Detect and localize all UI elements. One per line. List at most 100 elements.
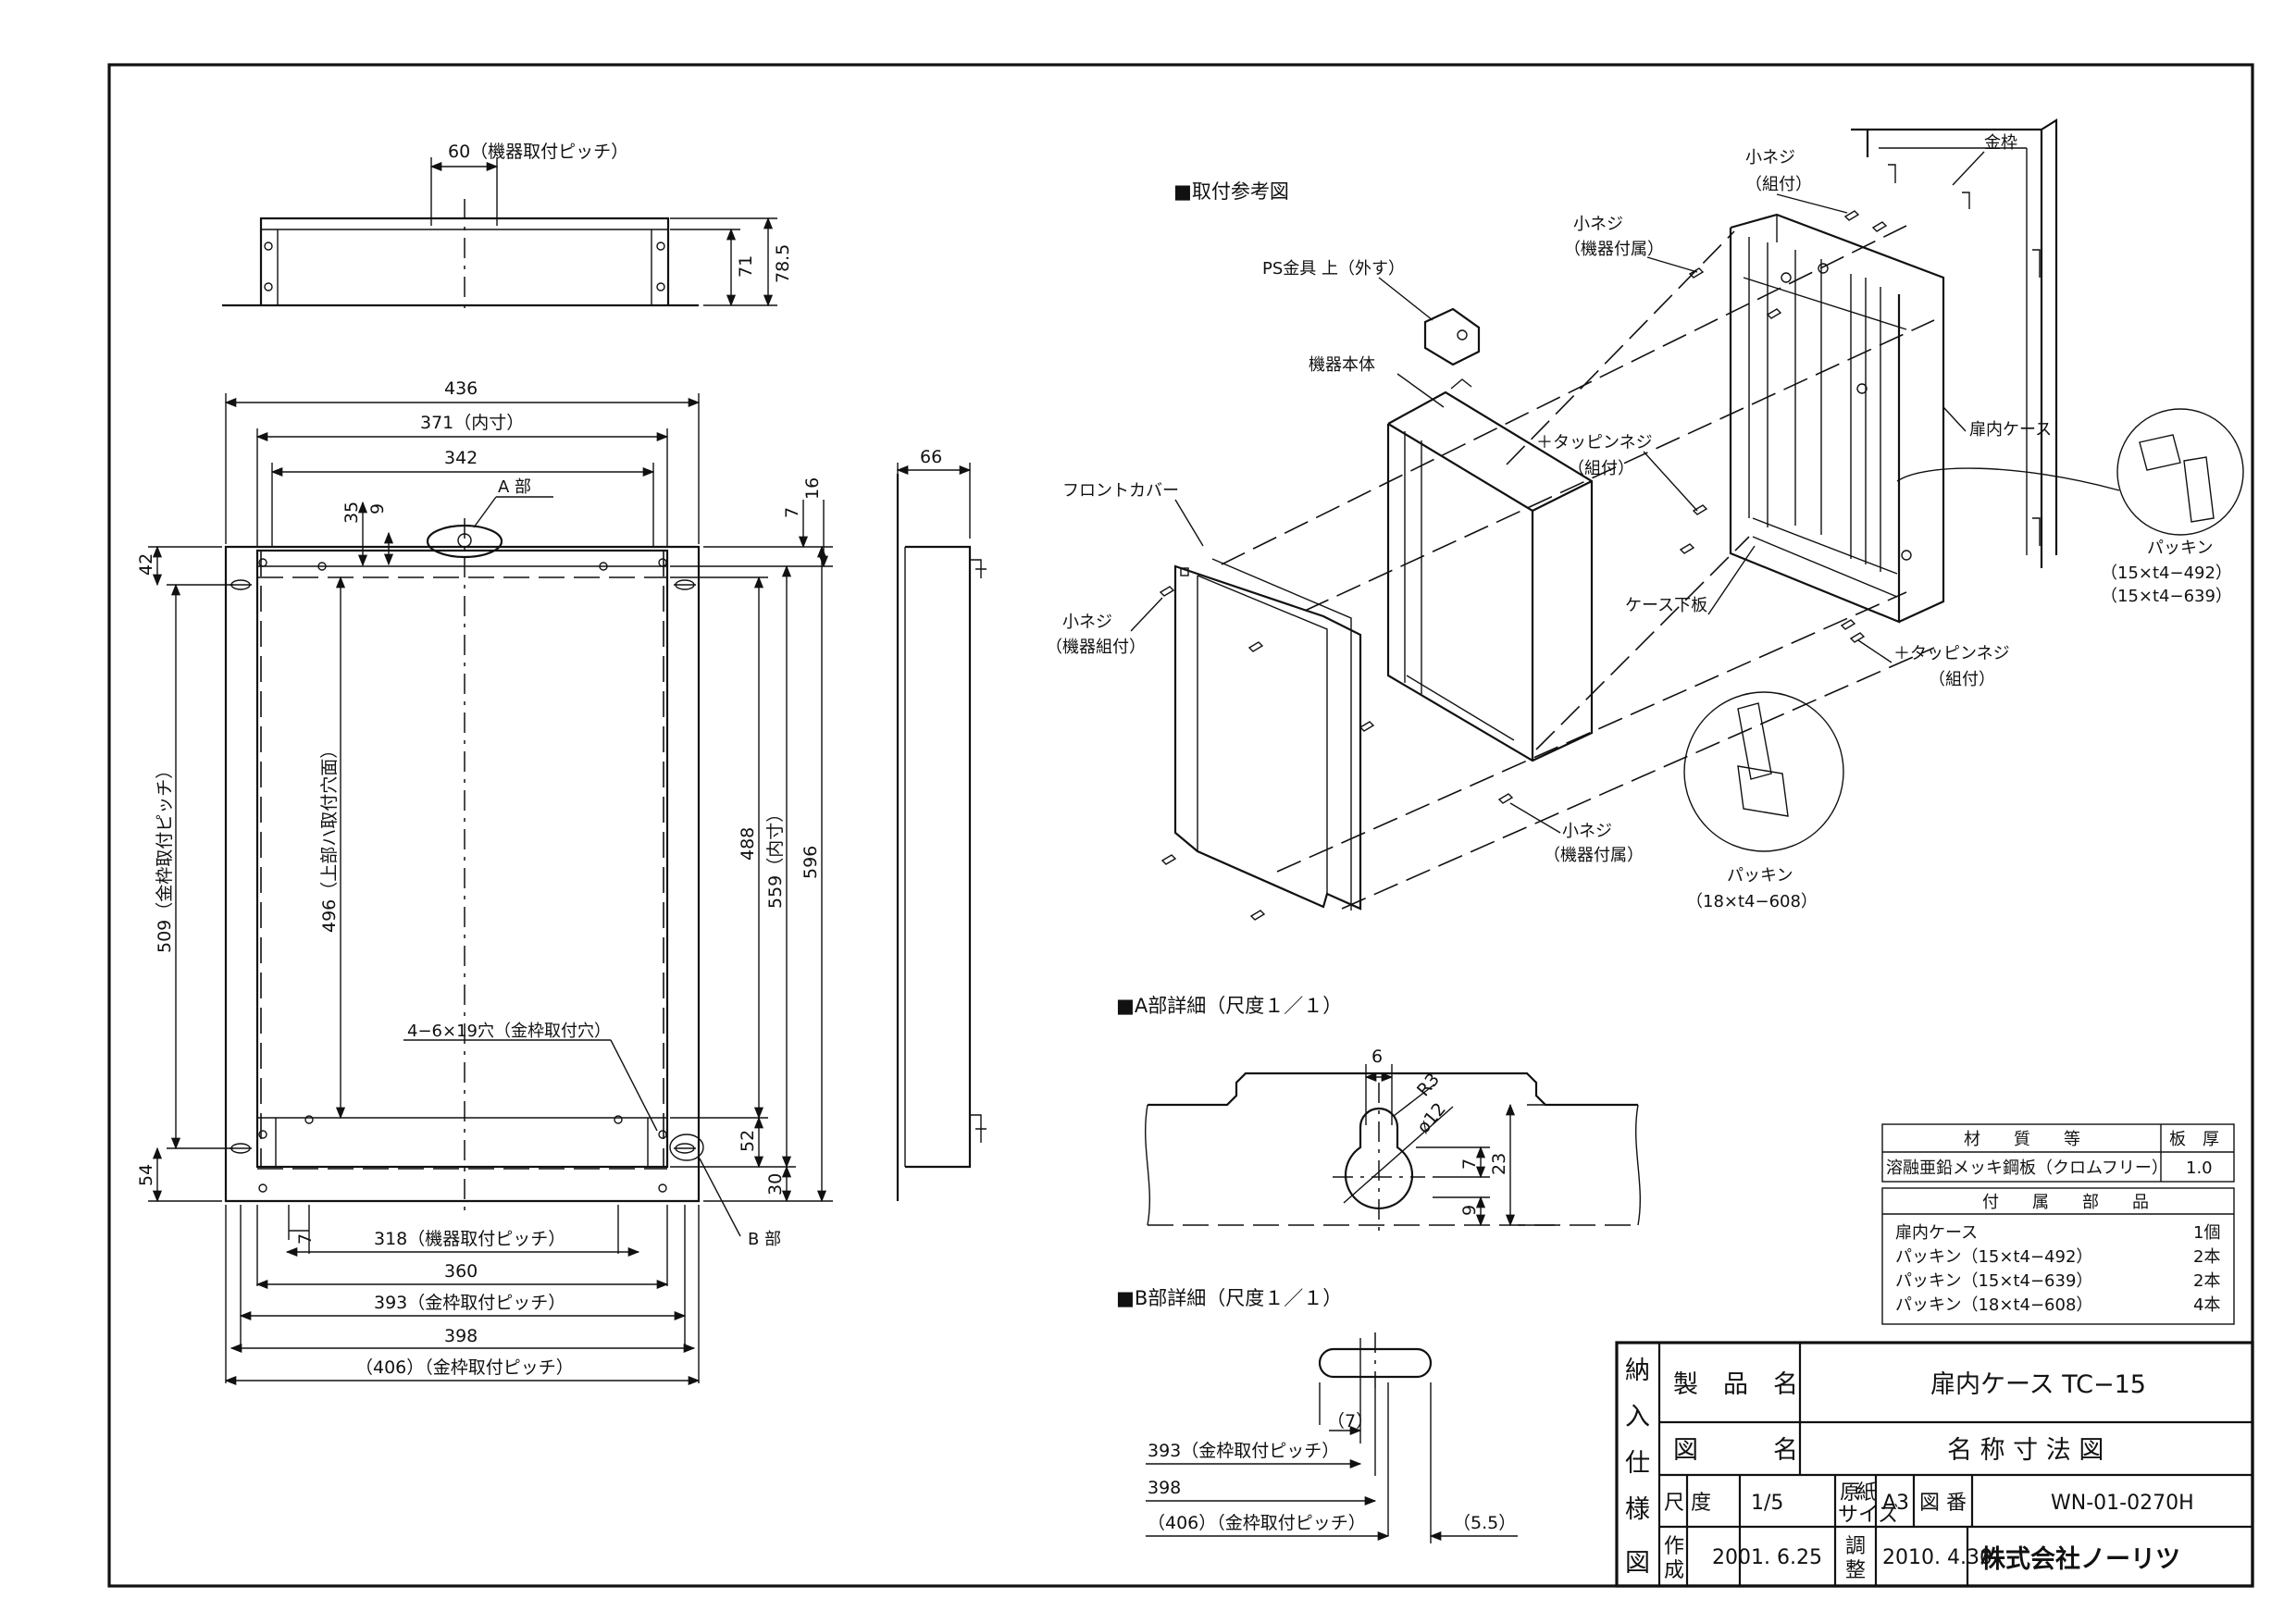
packing-detail-circle-2 — [1683, 691, 1844, 852]
detail-b-dim-406: （406）（金枠取付ピッチ） — [1148, 1513, 1366, 1533]
dim-371: 371（内寸） — [420, 413, 524, 433]
detail-b-dim-398: 398 — [1148, 1478, 1181, 1498]
label-packing-5: （18×t4−608） — [1686, 892, 1818, 911]
title-block: 納 入 仕 様 図 製 品 名 扉内ケース TC−15 図 名 名 称 寸 法 … — [1615, 1341, 2254, 1588]
material-header: 材 質 等 — [1964, 1130, 2080, 1149]
company-name: 株式会社ノーリツ — [1980, 1544, 2180, 1574]
label-screw-c-1: 小ネジ — [1062, 613, 1112, 632]
dim-42: 42 — [136, 553, 156, 576]
label-ps: PS金具 上（外す） — [1262, 259, 1405, 279]
accessory-qty: 2本 — [2193, 1247, 2220, 1267]
scale-value: 1/5 — [1751, 1492, 1783, 1515]
ps-bracket — [1423, 307, 1481, 366]
detail-b-dim-5-5: （5.5） — [1453, 1513, 1516, 1533]
top-dim-71: 71 — [736, 255, 756, 278]
label-packing-1: パッキン — [2147, 539, 2213, 558]
dim-496: 496（上部ハ取付穴面） — [319, 741, 340, 933]
accessory-name: パッキン（15×t4−492） — [1895, 1247, 2092, 1267]
made-label-1: 作 — [1664, 1535, 1684, 1558]
dim-54: 54 — [136, 1164, 156, 1186]
label-packing-2: （15×t4−492） — [2101, 564, 2232, 583]
dim-66: 66 — [920, 447, 942, 467]
title-side-char: 仕 — [1625, 1449, 1650, 1478]
made-date: 2001. 6.25 — [1712, 1546, 1822, 1569]
adjust-label-2: 整 — [1845, 1559, 1866, 1582]
accessory-name: パッキン（18×t4−608） — [1895, 1295, 2092, 1315]
accessory-qty: 1個 — [2193, 1223, 2220, 1243]
title-side-char: 図 — [1625, 1549, 1650, 1578]
dim-30: 30 — [765, 1173, 786, 1196]
accessory-name: パッキン（15×t4−639） — [1895, 1271, 2092, 1291]
accessory-header: 付 属 部 品 — [1982, 1193, 2149, 1212]
detail-b-dim-393: 393（金枠取付ピッチ） — [1148, 1441, 1339, 1461]
dim-436: 436 — [444, 378, 478, 399]
thickness-value: 1.0 — [2186, 1158, 2213, 1178]
top-dim-60: 60（機器取付ピッチ） — [448, 142, 628, 162]
paper-label-3: サイズ — [1838, 1504, 1898, 1527]
label-screw-c-2: （機器組付） — [1046, 638, 1146, 657]
detail-b-title: ■B部詳細（尺度１／１） — [1116, 1287, 1342, 1309]
accessory-name: 扉内ケース — [1895, 1223, 1978, 1243]
top-view: 60（機器取付ピッチ） 71 78.5 — [222, 142, 793, 315]
detail-b-dim-7: （7） — [1327, 1411, 1373, 1431]
label-part-a: A 部 — [498, 477, 531, 497]
label-screw-a-2: （組付） — [1745, 175, 1812, 194]
drawing-no-label: 図 番 — [1919, 1492, 1967, 1515]
dim-52: 52 — [738, 1130, 758, 1152]
accessory-qty: 4本 — [2193, 1295, 2220, 1315]
thickness-header: 板 厚 — [2169, 1130, 2219, 1149]
adjust-label-1: 調 — [1845, 1535, 1866, 1558]
metal-frame — [1851, 118, 2058, 568]
label-screw-b-2: （機器付属） — [1564, 240, 1664, 259]
dim-342: 342 — [444, 448, 478, 468]
paper-label-1: 原 — [1840, 1481, 1860, 1505]
label-tap-2: （組付） — [1568, 459, 1634, 478]
detail-a-dim-9: 9 — [1459, 1205, 1480, 1216]
drawing-name: 名 称 寸 法 図 — [1947, 1436, 2104, 1465]
label-tap-4: （組付） — [1929, 670, 1995, 689]
label-screw-d-1: 小ネジ — [1562, 822, 1612, 841]
sheet-border — [107, 63, 2254, 1588]
paper-label-2: 紙 — [1856, 1481, 1877, 1505]
label-front-cover: フロントカバー — [1062, 481, 1179, 501]
door-case — [1729, 213, 1945, 624]
label-tap-1: ＋タッピンネジ — [1536, 433, 1653, 452]
drawing-no: WN-01-0270H — [2051, 1492, 2194, 1515]
label-tap-3: ＋タッピンネジ — [1893, 644, 2010, 663]
label-packing-4: パッキン — [1727, 866, 1793, 886]
detail-a-dim-23: 23 — [1489, 1153, 1509, 1175]
material-value: 溶融亜鉛メッキ鋼板（クロムフリー） — [1886, 1158, 2168, 1178]
label-part-b: B 部 — [748, 1230, 781, 1249]
dim-7-bottom: 7 — [295, 1233, 316, 1245]
dim-35: 35 — [341, 502, 362, 524]
detail-a-dim-7: 7 — [1459, 1158, 1480, 1170]
detail-a-title: ■A部詳細（尺度１／１） — [1116, 995, 1342, 1017]
label-packing-3: （15×t4−639） — [2101, 587, 2232, 606]
front-view: 436 371（内寸） 342 A 部 35 9 7 16 488 559（内寸… — [136, 378, 833, 1386]
detail-a-dim-phi12: ø12 — [1413, 1099, 1450, 1138]
label-screw-a-1: 小ネジ — [1745, 148, 1795, 167]
detail-b: ■B部詳細（尺度１／１） （7） 393（金枠取付ピッチ） 398 （406）（… — [1116, 1287, 1518, 1543]
dim-398: 398 — [444, 1326, 478, 1346]
label-bottom-plate: ケース下板 — [1625, 596, 1707, 615]
made-label-2: 成 — [1664, 1559, 1684, 1582]
install-title: ■取付参考図 — [1173, 180, 1289, 203]
adjust-date: 2010. 4.30 — [1882, 1546, 1992, 1569]
title-side-char: 様 — [1625, 1495, 1650, 1524]
equipment-body — [1386, 390, 1594, 762]
product-name-label: 製 品 名 — [1673, 1370, 1798, 1399]
detail-a: ■A部詳細（尺度１／１） 6 R3 ø12 7 9 23 — [1116, 995, 1641, 1231]
dim-509: 509（金枠取付ピッチ） — [155, 762, 175, 953]
front-cover — [1173, 564, 1362, 911]
dim-9: 9 — [367, 503, 388, 514]
detail-a-dim-6: 6 — [1371, 1047, 1383, 1067]
label-body: 機器本体 — [1309, 355, 1375, 375]
label-screw-b-1: 小ネジ — [1573, 215, 1623, 234]
dim-360: 360 — [444, 1261, 478, 1282]
material-table: 材 質 等 板 厚 溶融亜鉛メッキ鋼板（クロムフリー） 1.0 — [1881, 1123, 2235, 1183]
title-side-char: 納 — [1625, 1357, 1650, 1385]
drawing-name-label: 図 名 — [1673, 1436, 1798, 1465]
title-side-char: 入 — [1625, 1403, 1650, 1431]
accessory-table: 付 属 部 品 扉内ケース 1個 パッキン（15×t4−492） 2本 パッキン… — [1881, 1187, 2235, 1325]
